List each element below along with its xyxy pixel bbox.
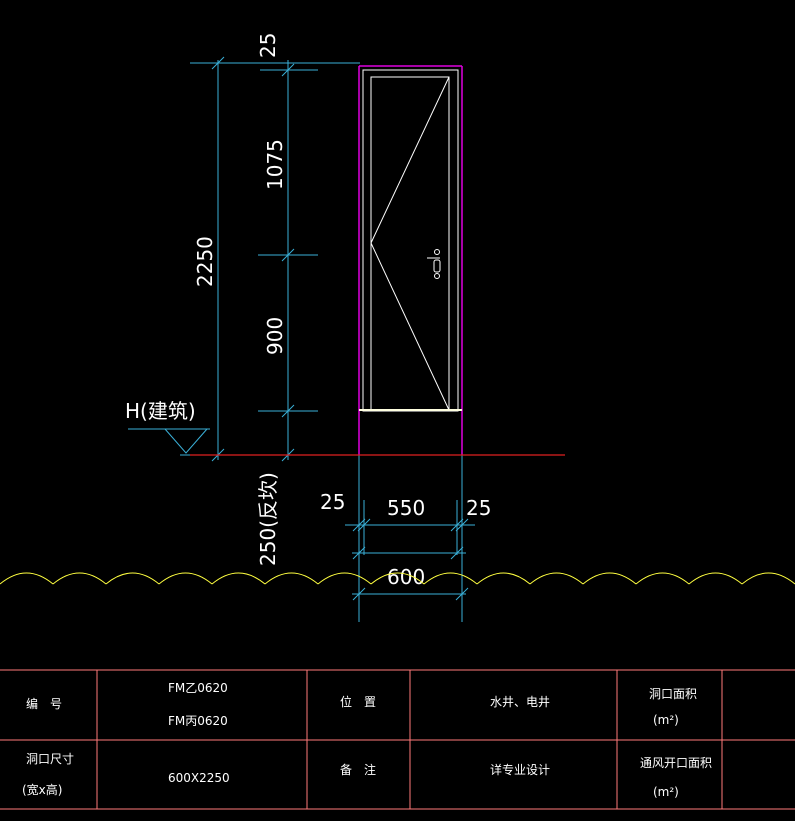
table-label-note: 备 注 [340, 762, 376, 777]
table-label-size-line2: (宽x高) [22, 782, 62, 797]
table-code-line2: FM丙0620 [168, 714, 228, 728]
dim-below-floor: 250(反坎) [256, 472, 280, 566]
table-vent-unit: (m²) [653, 785, 679, 799]
table-size-value: 600X2250 [168, 771, 230, 785]
dim-top-gap: 25 [256, 33, 280, 58]
table-label-number: 编 号 [26, 696, 62, 711]
dim-upper-part: 1075 [263, 139, 287, 190]
door-frame [362, 69, 459, 412]
dim-opening-width: 600 [387, 565, 425, 589]
dim-right-margin: 25 [466, 496, 491, 520]
floor-level-symbol [128, 428, 210, 454]
table-position-value: 水井、电井 [490, 695, 550, 709]
dim-lower-part: 900 [263, 317, 287, 355]
table-label-size-line1: 洞口尺寸 [26, 752, 74, 766]
door-schedule-table [0, 669, 795, 810]
table-area-unit: (m²) [653, 713, 679, 727]
floor-label: H(建筑) [125, 399, 196, 423]
dim-total-height: 2250 [193, 236, 217, 287]
dim-door-width: 550 [387, 496, 425, 520]
table-label-position: 位 置 [340, 694, 376, 709]
door-handle-icon [427, 249, 441, 279]
vertical-dimensions [180, 56, 560, 622]
table-code-line1: FM乙0620 [168, 681, 228, 695]
table-note-value: 详专业设计 [490, 762, 550, 777]
break-line [0, 572, 795, 585]
dim-left-margin: 25 [320, 490, 345, 514]
table-label-vent: 通风开口面积 [640, 756, 712, 770]
wall-lines [358, 65, 463, 455]
table-label-area: 洞口面积 [649, 687, 697, 701]
